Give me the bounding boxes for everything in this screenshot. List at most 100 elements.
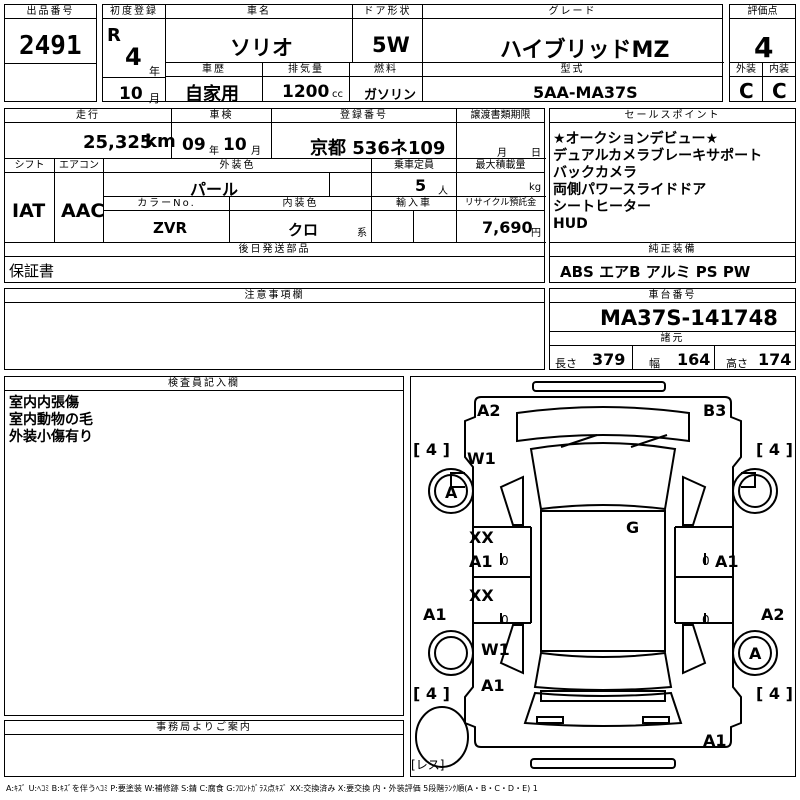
inspector-header: 検査員記入欄	[5, 377, 403, 391]
car-name: ソリオ	[230, 36, 293, 60]
interior-header: 内装	[763, 63, 795, 77]
tire-rr: [ 4 ]	[756, 684, 793, 703]
length: 379	[592, 350, 626, 369]
tire-rl: [ 4 ]	[413, 684, 450, 703]
tire-fl: [ 4 ]	[413, 440, 450, 459]
specs-header: 諸元	[550, 332, 795, 346]
aircon-header: エアコン	[55, 159, 104, 173]
registration-number: 京都 536ネ109	[310, 138, 446, 159]
person-unit: 人	[438, 186, 448, 197]
inspector-note: 室内動物の毛	[9, 412, 93, 428]
recycle-header: リサイクル預託金	[457, 197, 544, 211]
shift: IAT	[12, 200, 46, 222]
car-outline	[415, 381, 778, 769]
width-label: 幅	[649, 357, 660, 370]
selling-point: 両側パワースライドドア	[553, 182, 707, 198]
car-info-box: 車名 ドア形状 グレード ソリオ 5W ハイブリッドMZ 車歴 排気量 燃料 型…	[165, 4, 724, 105]
mark-zero: 0	[702, 554, 710, 568]
score: 4	[754, 31, 774, 64]
color-no-header: カラーNo.	[104, 197, 230, 211]
ext-color-header: 外装色	[104, 159, 372, 173]
score-box: 評価点 4 外装 内装 C C	[729, 4, 796, 103]
era: R	[107, 25, 121, 46]
length-label: 長さ	[555, 357, 577, 370]
mark-zero: 0	[501, 554, 509, 568]
mark-g: G	[626, 518, 640, 537]
car-name-header: 車名	[166, 5, 353, 19]
history: 自家用	[185, 84, 239, 105]
first-registration-box: 初度登録 R 4 年 10 月	[102, 4, 166, 105]
interior-score: C	[772, 79, 787, 103]
mark-a1-rear-bumper: A1	[703, 731, 727, 750]
km-unit: km	[145, 131, 176, 152]
kg-unit: kg	[529, 182, 542, 193]
month-unit: 月	[149, 92, 160, 105]
first-registration-header: 初度登録	[103, 5, 165, 19]
chassis-box: 車台番号 MA37S-141748 諸元 長さ 379 幅 164 高さ 174	[549, 288, 796, 370]
grade-header: グレード	[423, 5, 722, 19]
later-items: 保証書	[9, 262, 55, 280]
mark-zero: 0	[702, 613, 710, 627]
equipment-header: 純正装備	[550, 243, 795, 257]
selling-point: シートヒーター	[553, 199, 651, 215]
aircon: AAC	[61, 200, 105, 222]
inspector-notes: 室内内張傷 室内動物の毛 外装小傷有り	[9, 395, 93, 446]
door-header: ドア形状	[353, 5, 423, 19]
lot-number-box: 出品番号 2491	[4, 4, 97, 102]
grade: ハイブリッドMZ	[500, 38, 670, 63]
first-registration-year: 4	[125, 43, 142, 71]
door-type: 5W	[372, 33, 410, 57]
exterior-score: C	[739, 79, 754, 103]
equipment: ABS エアB アルミ PS PW	[560, 263, 751, 281]
caution-header: 注意事項欄	[5, 289, 544, 303]
selling-points-list: ★オークションデビュー★ デュアルカメラブレーキサポート バックカメラ 両側パワ…	[553, 131, 762, 233]
mark-a1-rear-quarter: A1	[481, 676, 505, 695]
capacity-header: 乗車定員	[372, 159, 457, 173]
fuel-header: 燃料	[350, 63, 423, 77]
color-number: ZVR	[153, 219, 188, 237]
car-diagram: [ 4 ] [ 4 ] [ 4 ] [ 4 ] [レス] A2 B3 W1 A …	[410, 376, 796, 777]
yen-unit: 円	[531, 228, 541, 239]
displacement: 1200	[282, 82, 330, 102]
mark-w1-front: W1	[467, 449, 496, 468]
height: 174	[758, 350, 792, 369]
import-header: 輸入車	[372, 197, 457, 211]
mark-a-tire-rr: A	[749, 644, 762, 663]
displacement-header: 排気量	[263, 63, 350, 77]
cc-unit: cc	[332, 89, 343, 100]
mark-a2-front: A2	[477, 401, 501, 420]
mark-a1-left-side: A1	[423, 605, 447, 624]
office-header: 事務局よりご案内	[5, 721, 403, 735]
mark-a2-right-side: A2	[761, 605, 785, 624]
width: 164	[677, 350, 711, 369]
inspector-box: 検査員記入欄 室内内張傷 室内動物の毛 外装小傷有り	[4, 376, 404, 716]
max-load-header: 最大積載量	[457, 159, 544, 173]
reg-no-header: 登録番号	[272, 109, 457, 123]
shift-header: シフト	[5, 159, 55, 173]
mark-xx-front-door: XX	[469, 528, 494, 547]
later-items-header: 後日発送部品	[5, 243, 544, 257]
inspection-year-unit: 年	[209, 146, 219, 157]
int-color-header: 内装色	[230, 197, 372, 211]
lot-number-header: 出品番号	[5, 5, 96, 19]
inspection-month: 10	[223, 135, 247, 155]
inspection-year: 09	[182, 135, 206, 155]
inspector-note: 外装小傷有り	[9, 429, 93, 445]
transfer-month-unit: 月	[497, 148, 507, 159]
model-code: 5AA-MA37S	[533, 83, 638, 102]
chassis-number: MA37S-141748	[600, 306, 778, 330]
selling-point: HUD	[553, 216, 588, 232]
mark-b3: B3	[703, 401, 727, 420]
chassis-header: 車台番号	[550, 289, 795, 303]
first-registration-month: 10	[119, 84, 143, 104]
mileage: 25,325	[83, 132, 153, 153]
selling-points-header: セールスポイント	[550, 109, 795, 123]
inspection-month-unit: 月	[251, 146, 261, 157]
series-unit: 系	[357, 228, 367, 239]
mark-a-tire-fl: A	[445, 483, 458, 502]
fuel: ガソリン	[364, 88, 417, 103]
history-header: 車歴	[166, 63, 263, 77]
score-header: 評価点	[730, 5, 795, 19]
mark-xx-rear-door: XX	[469, 586, 494, 605]
year-unit: 年	[149, 65, 160, 78]
